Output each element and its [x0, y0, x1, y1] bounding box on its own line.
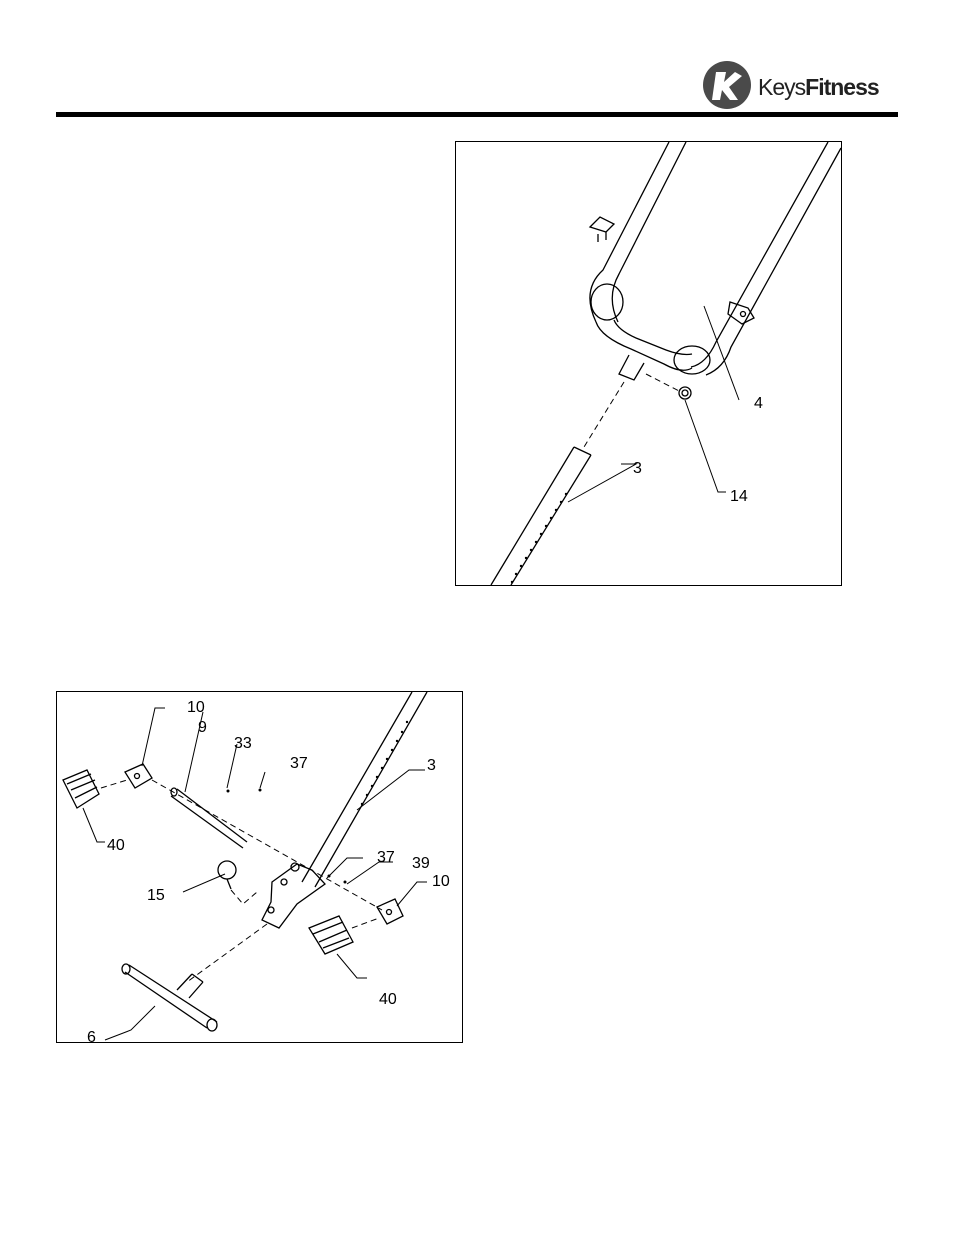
keys-fitness-logo: KeysFitness	[702, 60, 902, 110]
callout-10-left: 10	[187, 699, 205, 716]
diagram-top-drawing: 4 14 3	[456, 142, 841, 585]
callout-40-right: 40	[379, 991, 397, 1008]
callout-37-right: 37	[377, 849, 395, 866]
callout-33: 33	[234, 735, 252, 752]
callout-6: 6	[87, 1029, 96, 1042]
callout-9: 9	[198, 719, 207, 736]
keys-fitness-logo-icon	[702, 60, 754, 112]
assembly-diagram-top: 4 14 3	[455, 141, 842, 586]
brand-name: KeysFitness	[758, 74, 879, 101]
brand-name-part2: Fitness	[805, 74, 879, 100]
callout-37-top: 37	[290, 755, 308, 772]
brand-name-part1: Keys	[758, 74, 805, 100]
callout-10-right: 10	[432, 873, 450, 890]
callout-15: 15	[147, 887, 165, 904]
callout-3: 3	[427, 757, 436, 774]
callout-4: 4	[754, 395, 763, 412]
assembly-diagram-bottom: 10 9 33 37 3 40 15 37 39 10 40 6	[56, 691, 463, 1043]
callout-39: 39	[412, 855, 430, 872]
callout-3: 3	[633, 460, 642, 477]
diagram-bottom-drawing: 10 9 33 37 3 40 15 37 39 10 40 6	[57, 692, 462, 1042]
callout-14: 14	[730, 488, 748, 505]
callout-40-left: 40	[107, 837, 125, 854]
header-rule	[56, 112, 898, 117]
